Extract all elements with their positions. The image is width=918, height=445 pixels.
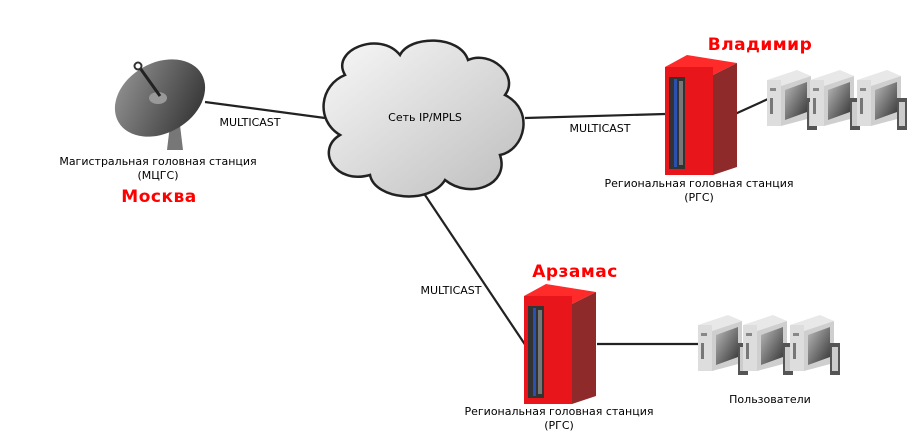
workstation-icon — [698, 315, 748, 375]
satellite-dish-icon — [114, 59, 206, 150]
city-moscow: Москва — [121, 187, 197, 207]
station-abbr: (РГС) — [684, 191, 714, 204]
city-arzamas: Арзамас — [532, 262, 618, 282]
link-lines — [204, 97, 769, 347]
cloud-label: Сеть IP/MPLS — [388, 111, 462, 124]
city-vladimir: Владимир — [707, 35, 813, 55]
link-label-arzamas: MULTICAST — [420, 284, 482, 297]
cloud-icon — [322, 39, 525, 198]
link-vladimir-users — [734, 97, 769, 116]
moscow-station-label: Магистральная головная станция (МЦГС) — [59, 155, 256, 183]
station-type: Магистральная головная станция — [59, 155, 257, 168]
vladimir-station-label: Региональная головная станция (РГС) — [605, 177, 794, 205]
link-cloud-vladimir — [524, 112, 666, 120]
arzamas-station-label: Региональная головная станция (РГС) — [465, 405, 654, 433]
server-rack-icon-arzamas — [524, 284, 596, 404]
station-type: Региональная головная станция — [464, 405, 654, 418]
workstation-icon — [790, 315, 840, 375]
link-cloud-arzamas — [424, 194, 527, 347]
link-label-vladimir: MULTICAST — [569, 122, 631, 135]
workstation-icon — [810, 70, 860, 130]
workstation-icon — [767, 70, 817, 130]
link-moscow-cloud — [204, 100, 326, 120]
station-abbr: (РГС) — [544, 419, 574, 432]
station-abbr: (МЦГС) — [137, 169, 179, 182]
station-type: Региональная головная станция — [604, 177, 794, 190]
server-rack-icon-vladimir — [665, 55, 737, 175]
link-label-moscow: MULTICAST — [219, 116, 281, 129]
workstation-icon — [857, 70, 907, 130]
users-label: Пользователи — [729, 393, 811, 406]
workstation-icon — [743, 315, 793, 375]
